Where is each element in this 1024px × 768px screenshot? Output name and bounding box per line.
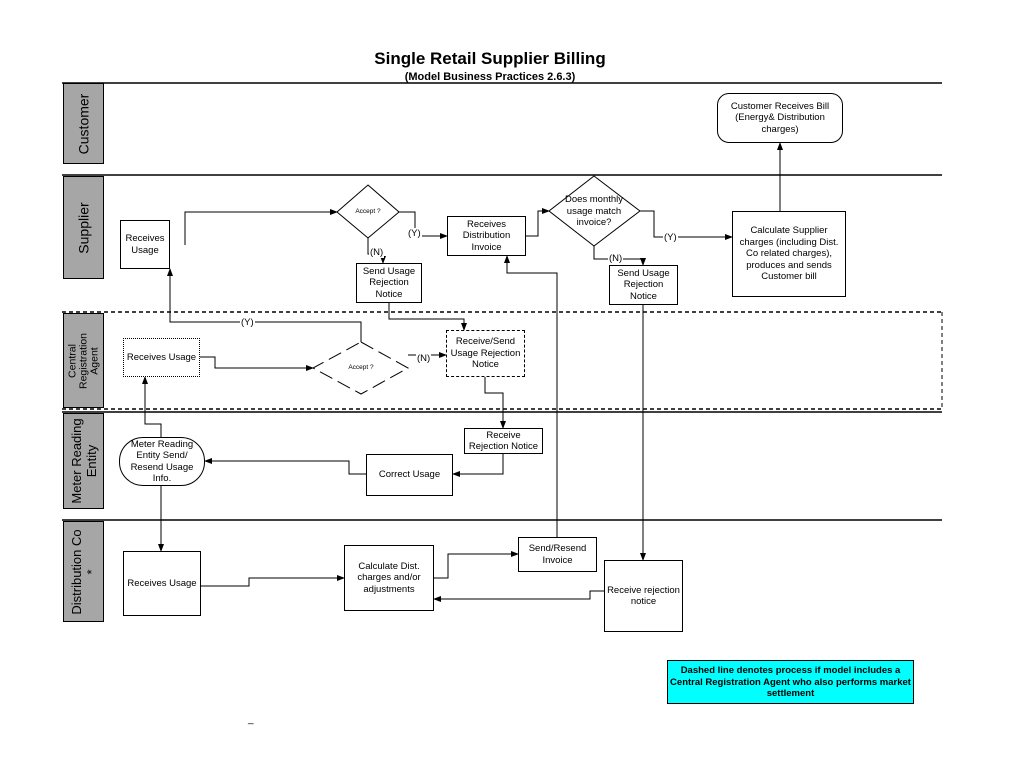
lane-label-text: Central Registration Agent — [66, 332, 100, 389]
node-meter-reading-entity-send: Meter Reading Entity Send/ Resend Usage … — [119, 437, 205, 486]
node-dist-receives-usage: Receives Usage — [123, 551, 201, 616]
arrow-calculate-to-send-invoice — [434, 551, 519, 579]
lane-label-text: Customer — [75, 93, 91, 154]
cra-accept-diamond — [311, 341, 410, 395]
node-calculate-supplier-charges: Calculate Supplier charges (including Di… — [732, 211, 846, 297]
arrow-dist-notice-to-calculate — [433, 590, 604, 602]
lane-label-customer: Customer — [63, 83, 104, 164]
arrow-send-invoice-to-supplier-invoice — [504, 255, 558, 537]
node-receives-distribution-invoice: Receives Distribution Invoice — [447, 216, 526, 256]
node-customer-receives-bill: Customer Receives Bill (Energy& Distribu… — [717, 93, 843, 143]
edge-label-no: (N) — [608, 253, 624, 264]
node-correct-usage: Correct Usage — [366, 454, 453, 496]
edge-label-no: (N) — [369, 247, 385, 258]
lane-label-text: Distribution Co * — [68, 528, 99, 615]
node-cra-receives-usage: Receives Usage — [123, 338, 200, 377]
arrow-invoice-to-match — [526, 208, 550, 237]
arrow-receives-usage-to-accept — [184, 209, 338, 245]
legend-note: Dashed line denotes process if model inc… — [667, 660, 914, 704]
node-supplier-receives-usage: Receives Usage — [120, 220, 170, 269]
node-send-resend-invoice: Send/Resend Invoice — [518, 537, 597, 572]
edge-label-yes: (Y) — [240, 317, 255, 328]
lane-label-distribution-co: Distribution Co * — [63, 521, 104, 622]
node-calculate-dist-charges: Calculate Dist. charges and/or adjustmen… — [344, 545, 434, 611]
arrow-meter-entity-to-cra-usage — [142, 376, 162, 437]
lane-label-text: Supplier — [75, 201, 91, 254]
node-cra-accept: Accept ? — [348, 364, 374, 371]
arrow-cra-yes-to-supplier-usage — [167, 268, 362, 342]
node-monthly-usage-match: Does monthly usage match invoice? — [564, 194, 624, 228]
node-supplier-accept: Accept ? — [355, 208, 381, 215]
edge-label-yes: (Y) — [407, 228, 422, 239]
arrow-dist-usage-to-calculate — [201, 575, 345, 587]
node-send-usage-rejection-notice-1: Send Usage Rejection Notice — [356, 263, 422, 303]
arrow-cra-notice-to-mre-notice — [484, 377, 506, 429]
lane-label-meter-reading-entity: Meter Reading Entity — [63, 413, 104, 509]
arrow-mre-notice-to-correct — [452, 454, 504, 477]
lane-label-central-registration-agent: Central Registration Agent — [63, 313, 104, 408]
node-receive-rejection-notice-mre: Receive Rejection Notice — [464, 428, 543, 454]
diagram-title: Single Retail Supplier Billing — [374, 49, 606, 68]
arrow-rejection-to-cra-notice — [388, 303, 467, 331]
stray-mark: _ — [248, 714, 254, 725]
arrow-cra-usage-to-accept — [200, 356, 314, 371]
arrow-accept-yes-to-invoice — [399, 211, 448, 239]
arrow-correct-to-meter-entity — [204, 458, 366, 475]
node-send-usage-rejection-notice-2: Send Usage Rejection Notice — [609, 265, 678, 305]
node-receive-send-usage-rejection-notice: Receive/Send Usage Rejection Notice — [446, 330, 525, 377]
edge-label-yes: (Y) — [663, 232, 678, 243]
lane-label-supplier: Supplier — [63, 176, 104, 279]
lane-label-text: Meter Reading Entity — [68, 418, 99, 504]
edge-label-no: (N) — [416, 353, 432, 364]
node-receive-rejection-notice-dist: Receive rejection notice — [604, 560, 683, 632]
diagram-subtitle: (Model Business Practices 2.6.3) — [404, 71, 576, 83]
arrow-match-yes-to-calculate — [640, 210, 733, 240]
